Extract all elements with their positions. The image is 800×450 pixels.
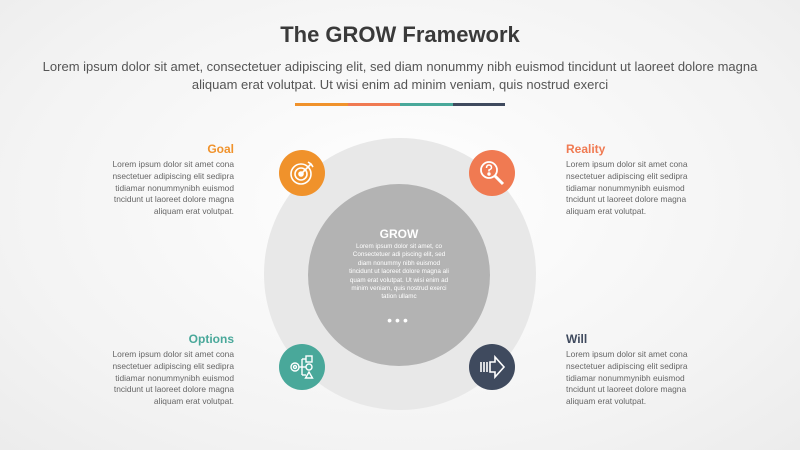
search-question-icon [480, 161, 505, 186]
divider-segment-goal [295, 103, 348, 106]
divider-segment-reality [347, 103, 400, 106]
options-description: Lorem ipsum dolor sit amet cona nsectetu… [112, 349, 234, 407]
divider-segment-options [400, 103, 453, 106]
will-icon-circle [469, 344, 515, 390]
goal-icon-circle [279, 150, 325, 196]
title-divider [295, 103, 505, 106]
options-label: Options [188, 332, 234, 346]
reality-icon-circle [469, 150, 515, 196]
center-circle [308, 184, 490, 366]
center-description: Lorem ipsum dolor sit amet, co Consectet… [349, 243, 449, 301]
page-subtitle: Lorem ipsum dolor sit amet, consectetuer… [42, 59, 758, 92]
reality-description: Lorem ipsum dolor sit amet cona nsectetu… [566, 159, 688, 217]
goal-description: Lorem ipsum dolor sit amet cona nsectetu… [112, 159, 234, 217]
target-icon [290, 161, 314, 185]
divider-segment-will [452, 103, 505, 106]
center-title: GROW [379, 227, 419, 241]
options-icon-circle [279, 344, 325, 390]
center-dots: ••• [387, 312, 411, 328]
will-label: Will [566, 332, 588, 346]
arrow-right-icon [480, 354, 506, 380]
page-title: The GROW Framework [280, 22, 520, 47]
options-flow-icon [290, 355, 314, 379]
will-description: Lorem ipsum dolor sit amet cona nsectetu… [566, 349, 688, 407]
reality-label: Reality [566, 142, 606, 156]
goal-label: Goal [207, 142, 234, 156]
